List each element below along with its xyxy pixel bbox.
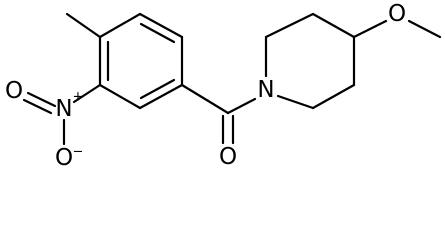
carbonyl-oxygen-label: O (219, 144, 237, 170)
nitro-oxygen-left-label: O (5, 78, 23, 104)
bond-methyl (65, 12, 102, 39)
bond-ring-c4-c5 (138, 83, 184, 110)
chemical-structure: O N + O − O N O (5, 1, 442, 171)
bond-ring-carbonyl (180, 83, 230, 115)
bond-ring-inner-1 (139, 22, 176, 44)
bond-ring-c1-c2 (98, 12, 142, 39)
bond-c4-methoxy-o (352, 19, 388, 39)
nitro-oxygen-bottom-label: O (55, 145, 73, 171)
piperidine-nitrogen-label: N (257, 77, 274, 103)
bond-pip-cd-n (276, 94, 315, 110)
nitro-nitrogen-charge: + (73, 90, 84, 105)
bond-pip-cb-c4 (311, 12, 356, 39)
bond-ring-nitro (72, 83, 102, 104)
bond-nitro-o-left (26, 91, 57, 108)
bond-nitro-o-left-double (22, 98, 53, 115)
nitro-nitrogen-label: N (55, 96, 72, 122)
bond-ring-inner-2 (139, 78, 176, 100)
bond-carbonyl-n (226, 97, 257, 115)
bond-ring-c5-c6 (98, 83, 142, 110)
bond-pip-cc-cd (311, 83, 356, 110)
methoxy-oxygen-label: O (388, 1, 406, 27)
bond-methoxy-o-ch3 (407, 19, 442, 39)
bond-pip-ca-cb (264, 12, 315, 39)
nitro-oxygen-charge: − (73, 145, 84, 160)
bond-ring-c2-c3 (138, 12, 184, 39)
